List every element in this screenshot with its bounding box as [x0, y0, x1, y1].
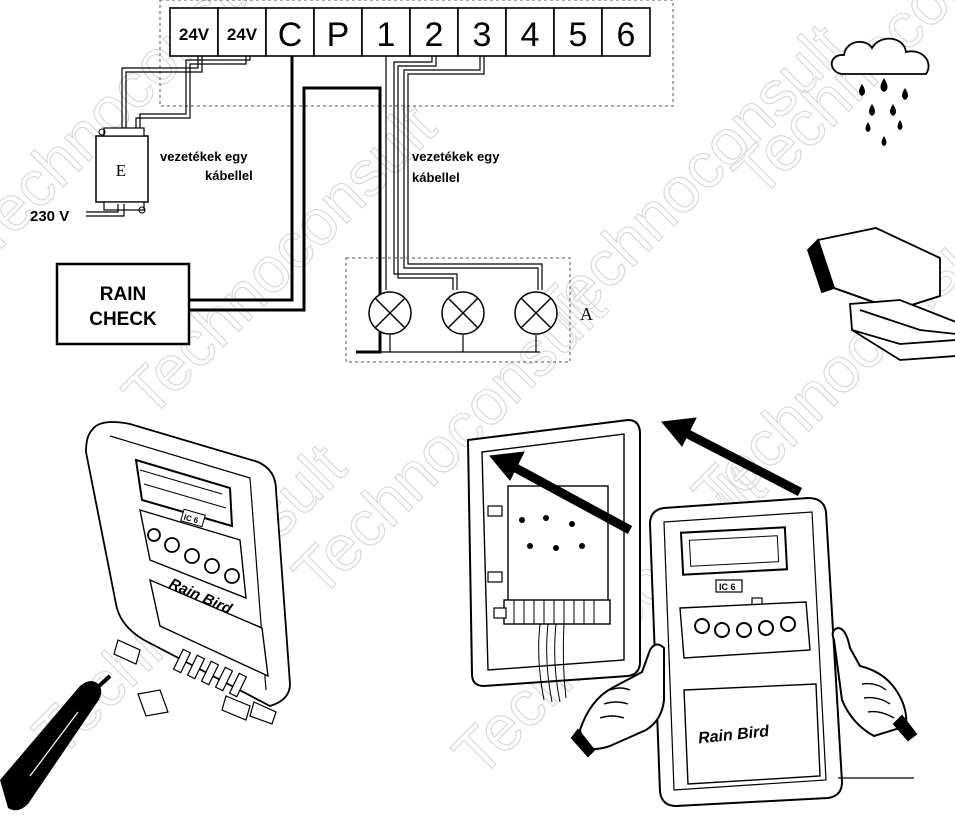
cable-note-left-line2: kábellel	[205, 168, 253, 183]
circuit-component	[519, 515, 585, 551]
terminal-label-4: 4	[521, 16, 540, 54]
transformer-screw	[138, 206, 146, 214]
terminal-cell	[265, 7, 315, 57]
circuit-board	[507, 485, 609, 603]
front-panel-lower	[683, 683, 821, 785]
front-panel-display	[679, 526, 789, 576]
terminal-label-1: 1	[377, 16, 396, 54]
model-badge-box	[715, 579, 743, 593]
transformer-tab-top	[103, 127, 145, 137]
valve-group	[368, 291, 558, 335]
terminal-label-p: P	[327, 16, 350, 54]
terminal-cell	[505, 7, 555, 57]
arrow-shaft	[509, 462, 633, 534]
terminal-block-pins	[513, 600, 595, 624]
terminal-cell	[361, 7, 411, 57]
controller-button	[184, 548, 200, 564]
model-badge-left: IC 6	[183, 513, 200, 526]
valve-group-label: A	[580, 304, 593, 324]
knockout-piece	[137, 689, 169, 717]
rain-check-line1: RAIN	[100, 284, 146, 305]
controller-lower-panel	[149, 578, 269, 678]
terminal-label-5: 5	[569, 16, 588, 54]
transformer: E	[95, 127, 149, 214]
terminal-block	[503, 599, 611, 625]
controller-button	[204, 558, 220, 574]
terminal-cell	[553, 7, 603, 57]
terminal-label-3: 3	[473, 16, 492, 54]
mounting-tab	[487, 505, 503, 517]
terminal-label-c: C	[278, 16, 303, 54]
terminal-cell	[169, 7, 219, 57]
arrow-head	[489, 451, 525, 481]
right-hand-icon	[831, 626, 918, 742]
arrow-head	[661, 417, 697, 447]
terminal-cell	[457, 7, 507, 57]
terminal-label-2: 2	[425, 16, 444, 54]
screwdriver-icon	[0, 674, 112, 811]
cable-note-left-line1: vezetékek egy	[160, 149, 248, 164]
model-badge-box	[180, 508, 206, 528]
mounting-tab	[487, 571, 503, 583]
terminal-strip: 24V 24V C P 1 2 3 4 5 6	[169, 7, 651, 57]
wire-bundle	[538, 623, 567, 703]
rain-check-line2: CHECK	[89, 309, 157, 330]
valve-wires	[356, 56, 543, 353]
controller-button	[780, 616, 796, 632]
controller-front-panel	[648, 496, 844, 808]
terminal-cell	[601, 7, 651, 57]
terminal-cell	[409, 7, 459, 57]
terminal-cell	[313, 7, 363, 57]
valve-group-dashed-frame	[345, 257, 571, 363]
arrows	[489, 417, 803, 534]
mains-wires	[86, 204, 125, 217]
terminal-label-24v-1: 24V	[179, 25, 210, 44]
controller-perspective-illustration	[85, 421, 291, 725]
transformer-screw	[98, 128, 106, 136]
left-hand-icon	[570, 643, 665, 758]
controller-button	[224, 568, 240, 584]
controller-button	[736, 622, 752, 638]
controller-button	[758, 620, 774, 636]
rain-check-sensor: RAIN CHECK	[55, 262, 191, 346]
controller-button	[147, 528, 161, 542]
terminal-label-24v-2: 24V	[227, 25, 258, 44]
rain-cloud-icon	[830, 37, 930, 146]
controller-button	[164, 537, 180, 553]
rain-check-box	[55, 262, 191, 346]
transformer-wires	[121, 56, 251, 128]
model-badge-right: IC 6	[719, 582, 736, 592]
controller-button	[714, 622, 730, 638]
arrow-shaft	[681, 428, 803, 496]
rain-sensor-device-icon	[806, 227, 955, 361]
transformer-label: E	[116, 161, 126, 180]
terminal-label-6: 6	[617, 16, 636, 54]
terminal-cover-slots	[113, 639, 277, 725]
controller-button	[694, 618, 710, 634]
controller-display	[134, 458, 234, 528]
controller-dashed-frame	[159, 0, 674, 107]
mounting-tab	[493, 607, 507, 619]
mains-voltage-label: 230 V	[30, 208, 69, 225]
cable-note-right-line1: vezetékek egy	[412, 149, 500, 164]
cable-note-right-line2: kábellel	[412, 170, 460, 185]
controller-back-plate	[466, 418, 641, 703]
transformer-body	[95, 135, 149, 203]
